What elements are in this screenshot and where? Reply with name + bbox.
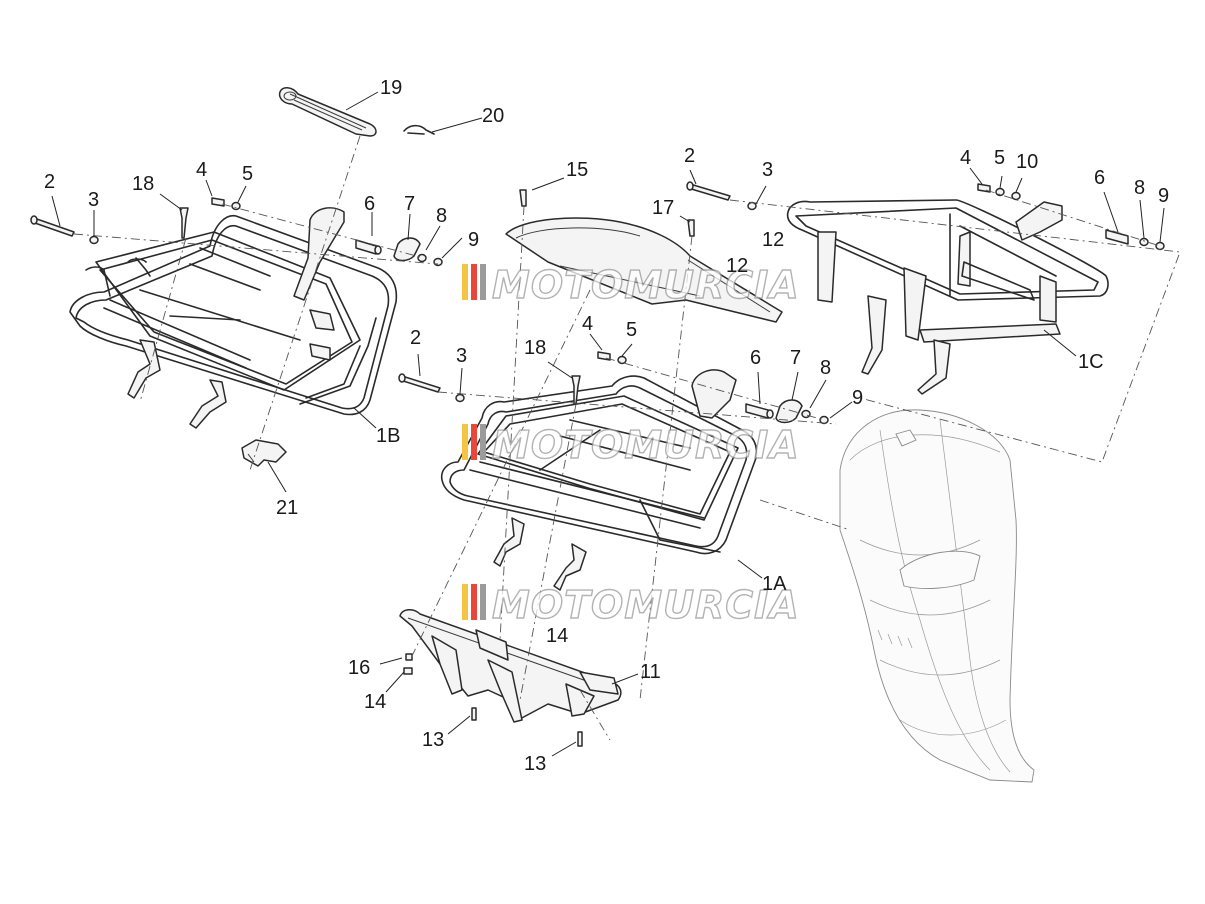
label-8: 8 [436,205,447,227]
label-5: 5 [242,163,253,185]
label-21: 21 [276,497,298,519]
label-6: 6 [1094,167,1105,189]
label-4: 4 [960,147,971,169]
label-9: 9 [852,387,863,409]
part-1c-carrier [786,199,1109,395]
label-1c: 1C [1078,351,1104,373]
label-8: 8 [820,357,831,379]
part-19-strap [278,87,377,137]
label-1b: 1B [376,425,400,447]
part-21-button [241,439,287,467]
part-11-lower-panel [399,609,622,747]
part-1a-carrier [440,369,758,591]
right-fasteners [686,181,1165,251]
label-12: 12 [726,255,748,277]
label-14: 14 [364,691,386,713]
alignment-lines [73,135,1181,741]
label-5: 5 [994,147,1005,169]
part-labels: 19 20 2 3 18 4 5 6 7 8 9 1B 21 15 17 2 3… [44,77,1169,775]
label-2: 2 [410,327,421,349]
watermark-2: MOTOMURCIA [462,422,800,468]
left-fasteners [30,197,443,267]
label-20: 20 [482,105,504,127]
label-3: 3 [762,159,773,181]
watermark-text: MOTOMURCIA [492,263,800,307]
label-8: 8 [1134,177,1145,199]
label-3: 3 [456,345,467,367]
label-10: 10 [1016,151,1038,173]
label-19: 19 [380,77,402,99]
label-11: 11 [640,661,661,683]
label-6: 6 [364,193,375,215]
label-14: 14 [546,625,568,647]
label-5: 5 [626,319,637,341]
label-16: 16 [348,657,370,679]
watermark-text: MOTOMURCIA [492,583,800,627]
front-shield [839,409,1035,783]
label-7: 7 [790,347,801,369]
watermark-text: MOTOMURCIA [492,423,800,467]
label-15: 15 [566,159,588,181]
label-9: 9 [1158,185,1169,207]
center-fasteners [398,351,829,425]
watermark-3: MOTOMURCIA [462,582,800,628]
label-7: 7 [404,193,415,215]
label-13: 13 [524,753,546,775]
label-12: 12 [762,229,784,251]
label-18: 18 [524,337,546,359]
label-4: 4 [582,313,593,335]
label-9: 9 [468,229,479,251]
leader-lines [51,91,1165,757]
label-4: 4 [196,159,207,181]
part-12-tray [505,189,783,323]
part-1b-carrier [69,207,398,429]
label-17: 17 [652,197,674,219]
label-18: 18 [132,173,154,195]
label-2: 2 [684,145,695,167]
watermark-1: MOTOMURCIA [462,262,800,308]
label-1a: 1A [762,573,787,595]
label-13: 13 [422,729,444,751]
label-3: 3 [88,189,99,211]
label-6: 6 [750,347,761,369]
label-2: 2 [44,171,55,193]
part-20-clip [403,124,435,135]
